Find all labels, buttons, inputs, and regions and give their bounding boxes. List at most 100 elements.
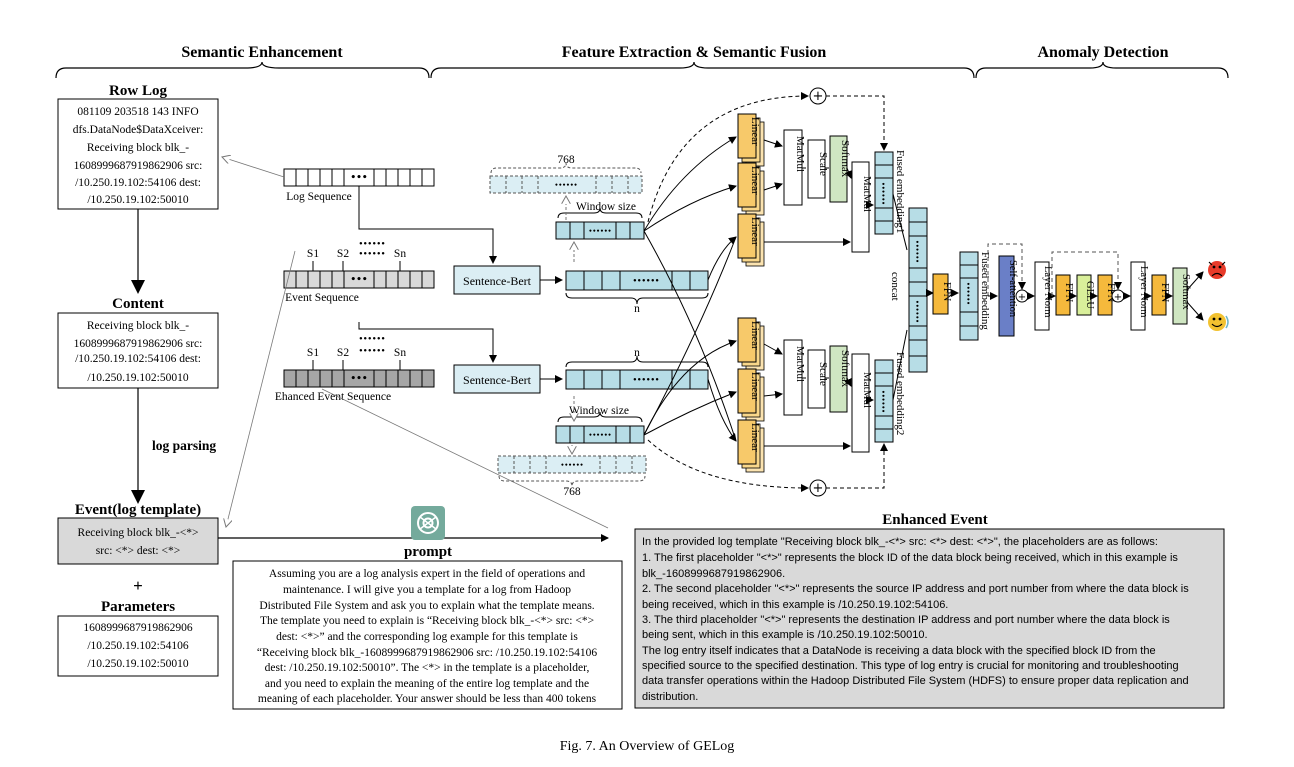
- brace-anomaly: [975, 61, 1229, 79]
- svg-text:Assuming you are a log analysi: Assuming you are a log analysis expert i…: [269, 568, 585, 580]
- svg-text:Linear: Linear: [749, 372, 761, 401]
- sentence-bert-top: Sentence-Bert: [453, 265, 541, 295]
- svg-text:••••••: ••••••: [588, 432, 611, 439]
- svg-text:1608999687919862906: 1608999687919862906: [83, 622, 193, 634]
- parameters-title: Parameters: [101, 599, 175, 615]
- enhanced-event-box: [634, 528, 1225, 709]
- svg-text:••••••: ••••••: [359, 347, 386, 355]
- svg-text:In the provided log template ": In the provided log template "Receiving …: [642, 536, 1158, 548]
- fused-embedding-vector: [959, 251, 979, 341]
- svg-text:••••••: ••••••: [913, 240, 920, 263]
- enhanced-event-title: Enhanced Event: [882, 512, 987, 528]
- concat-block: concat •••••• ••••••: [889, 193, 928, 401]
- svg-text:Receiving block blk_-<*>: Receiving block blk_-<*>: [78, 527, 199, 539]
- svg-text:•••: •••: [350, 275, 367, 285]
- embedding-vector-bottom: •••••• n: [565, 347, 709, 390]
- parameters-text: 1608999687919862906 /10.250.19.102:54106…: [83, 622, 193, 670]
- svg-text:Sentence-Bert: Sentence-Bert: [463, 373, 532, 387]
- svg-text:768: 768: [563, 486, 581, 498]
- svg-text:“Receiving block blk_-16089996: “Receiving block blk_-160899968791986290…: [257, 647, 597, 659]
- enhanced-event-text: In the provided log template "Receiving …: [642, 536, 1189, 703]
- chatgpt-logo-icon: [411, 506, 445, 540]
- section-feature-extraction: Feature Extraction & Semantic Fusion: [562, 44, 827, 61]
- scale-bottom: [807, 349, 826, 409]
- prompt-box: [232, 560, 623, 710]
- svg-text:S1: S1: [307, 347, 319, 359]
- svg-text:••••••: ••••••: [554, 182, 577, 189]
- event-text: Receiving block blk_-<*> src: <*> dest: …: [78, 527, 199, 557]
- section-semantic-enhancement: Semantic Enhancement: [181, 44, 343, 61]
- concat-vector: [908, 207, 928, 373]
- svg-text:/10.250.19.102:50010: /10.250.19.102:50010: [87, 372, 189, 384]
- svg-text:••••••: ••••••: [359, 250, 386, 258]
- svg-text:Linear: Linear: [749, 423, 761, 452]
- svg-text:Layer Norm: Layer Norm: [1042, 266, 1053, 318]
- svg-text:+: +: [813, 481, 824, 496]
- svg-text:FFN: FFN: [1159, 283, 1170, 303]
- enhanced-event-sequence-label: Ehanced Event Sequence: [275, 391, 391, 403]
- softmax-final: [1172, 267, 1188, 325]
- section-headers: Semantic Enhancement Feature Extraction …: [55, 44, 1229, 79]
- content-text: Receiving block blk_- 160899968791986290…: [74, 320, 203, 384]
- row-log-text: 081109 203518 143 INFO dfs.DataNode$Data…: [73, 106, 204, 206]
- svg-text:Window size: Window size: [569, 405, 629, 417]
- svg-text:MatMul: MatMul: [794, 136, 806, 172]
- svg-text:••••••: ••••••: [359, 240, 386, 248]
- svg-text:n: n: [634, 347, 640, 359]
- section-anomaly-detection: Anomaly Detection: [1037, 44, 1168, 61]
- svg-text:768: 768: [557, 154, 575, 166]
- svg-text:maintenance. I will give you a: maintenance. I will give you a template …: [283, 584, 571, 596]
- svg-text:1608999687919862906 src:: 1608999687919862906 src:: [74, 160, 203, 172]
- svg-text:Sn: Sn: [394, 248, 406, 260]
- embedding-vector-top: •••••• n: [565, 270, 709, 315]
- svg-text:FFN: FFN: [1063, 283, 1074, 303]
- svg-text:MatMul: MatMul: [794, 346, 806, 382]
- event-box: [57, 517, 219, 565]
- svg-text:••••••: ••••••: [633, 376, 660, 384]
- fused-embedding2-vector: ••••••: [874, 359, 894, 443]
- svg-text:dfs.DataNode$DataXceiver:: dfs.DataNode$DataXceiver:: [73, 123, 204, 136]
- svg-text:/10.250.19.102:50010: /10.250.19.102:50010: [87, 658, 189, 670]
- anomaly-face-icon: [1208, 261, 1226, 279]
- svg-text:2. The second placeholder "<*>: 2. The second placeholder "<*>" represen…: [642, 583, 1189, 595]
- svg-text:•••: •••: [350, 374, 367, 384]
- svg-text:meaning of each placeholder. Y: meaning of each placeholder. Your answer…: [258, 693, 597, 705]
- content-title: Content: [112, 296, 164, 312]
- linear-bottom-1: Linear: [737, 317, 765, 371]
- svg-text:Sn: Sn: [394, 347, 406, 359]
- svg-text:being sent, which in this exam: being sent, which in this example is /10…: [642, 629, 928, 641]
- cross-connections: [643, 136, 737, 442]
- svg-text:/10.250.19.102:54106 dest:: /10.250.19.102:54106 dest:: [75, 353, 201, 365]
- svg-text:••••••: ••••••: [964, 282, 971, 305]
- svg-text:••••••: ••••••: [879, 390, 886, 413]
- svg-text:1. The first placeholder "<*>": 1. The first placeholder "<*>" represent…: [642, 552, 1178, 564]
- prompt-text: Assuming you are a log analysis expert i…: [257, 568, 597, 705]
- linear-bottom-2: Linear: [737, 368, 765, 422]
- linear-top-2: Linear: [737, 162, 765, 216]
- attention-bottom: Linear Linear Linear MatMul Scale Softma…: [647, 317, 906, 497]
- svg-text:Softmax: Softmax: [839, 140, 851, 178]
- svg-text:Fused embedding1: Fused embedding1: [894, 150, 906, 233]
- svg-text:FFN: FFN: [941, 282, 952, 302]
- svg-text:dest: <*>” and the correspondi: dest: <*>” and the corresponding log exa…: [276, 631, 578, 643]
- fused-embedding1-vector: ••••••: [874, 151, 894, 235]
- brace-semantic: [55, 61, 430, 79]
- anomaly-blocks: FFN •••••• Fused embedding Self-attentio…: [926, 243, 1229, 341]
- linear-bottom-3: Linear: [737, 419, 765, 473]
- svg-text:The log entry itself indicates: The log entry itself indicates that a Da…: [642, 645, 1156, 657]
- ffn-1: [932, 273, 949, 315]
- svg-text:distribution.: distribution.: [642, 691, 698, 703]
- svg-text:Window size: Window size: [576, 201, 636, 213]
- row-log-title: Row Log: [109, 83, 167, 99]
- svg-text:FFN: FFN: [1105, 283, 1116, 303]
- prompt-title: prompt: [404, 544, 452, 560]
- left-column: Row Log 081109 203518 143 INFO dfs.DataN…: [57, 83, 219, 677]
- svg-text:Receiving block blk_-: Receiving block blk_-: [87, 320, 189, 332]
- svg-text:The template you need to expla: The template you need to explain is “Rec…: [260, 615, 594, 627]
- row-log-box: [57, 98, 219, 210]
- attention-top: Linear Linear Linear MatMul Scale Softma…: [647, 87, 906, 267]
- dim-vector-bottom: [497, 455, 647, 474]
- svg-text:+: +: [1114, 292, 1122, 303]
- dim-vector-top: [489, 175, 643, 194]
- svg-text:+: +: [813, 89, 824, 104]
